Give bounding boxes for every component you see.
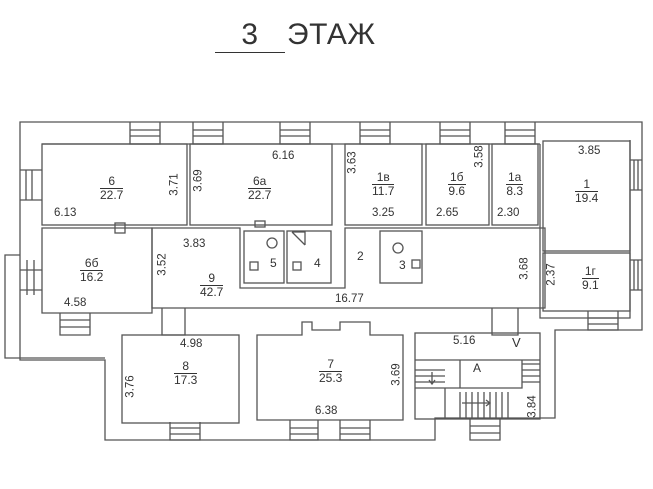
dim-3-84: 3.84 [526, 395, 539, 418]
shower-icon-4 [291, 231, 306, 246]
room-1g-outline [542, 252, 631, 312]
dim-3-83: 3.83 [183, 238, 206, 250]
room-2-label: 2 [357, 249, 364, 263]
room-5-outline [243, 230, 285, 284]
dim-3-58: 3.58 [473, 145, 486, 168]
stair-steps-left [415, 369, 445, 383]
dim-4-98: 4.98 [180, 338, 203, 350]
dim-3-52: 3.52 [156, 253, 169, 276]
sink-icon-5 [249, 261, 259, 271]
windows-side [20, 159, 642, 295]
dim-16-77: 16.77 [335, 293, 364, 305]
dim-3-25: 3.25 [372, 207, 395, 219]
toilet-icon-3 [392, 242, 404, 254]
sink-icon-4 [292, 261, 302, 271]
room-4-label: 4 [314, 256, 321, 270]
dim-3-71: 3.71 [168, 173, 181, 196]
dim-3-69-b: 3.69 [390, 363, 403, 386]
dim-2-30: 2.30 [497, 207, 520, 219]
stair-arrow-right [462, 399, 492, 407]
dim-2-37: 2.37 [545, 263, 558, 286]
stair-steps-right [459, 363, 540, 419]
stair-a-landing [415, 359, 540, 419]
dim-6-16: 6.16 [272, 150, 295, 162]
room-6a-outline [189, 143, 333, 226]
outer-wall-left-ext [4, 254, 105, 359]
sink-icon-3 [411, 259, 421, 269]
toilet-icon-5 [266, 237, 278, 249]
room-1-outline [542, 140, 631, 252]
stair-a-label: A [473, 361, 482, 375]
outer-wall [19, 121, 643, 441]
room-5-label: 5 [270, 256, 277, 270]
dim-v-mark: V [512, 335, 521, 350]
windows-bottom [59, 308, 619, 441]
door-marker [114, 222, 126, 234]
stair-arrow-down [428, 372, 436, 386]
dim-3-85: 3.85 [578, 145, 601, 157]
floor-number: 3 [215, 18, 285, 53]
windows-top [129, 122, 536, 145]
dim-4-58: 4.58 [64, 297, 87, 309]
dim-3-63: 3.63 [346, 151, 359, 174]
dim-2-65: 2.65 [436, 207, 459, 219]
room-4-outline [286, 230, 332, 284]
door-marker [254, 220, 266, 228]
dim-3-68: 3.68 [518, 257, 531, 280]
room-7-outline [256, 321, 404, 421]
dim-3-76: 3.76 [124, 375, 137, 398]
room-3-label: 3 [399, 258, 406, 272]
dim-6-38: 6.38 [315, 405, 338, 417]
dim-6-13: 6.13 [54, 207, 77, 219]
room-3-outline [379, 230, 423, 284]
dim-5-16: 5.16 [453, 335, 476, 347]
dim-3-69-a: 3.69 [192, 169, 205, 192]
room-9-corridor-outline [151, 227, 546, 309]
floor-word: ЭТАЖ [287, 18, 376, 51]
inner-wall-top [42, 140, 631, 319]
